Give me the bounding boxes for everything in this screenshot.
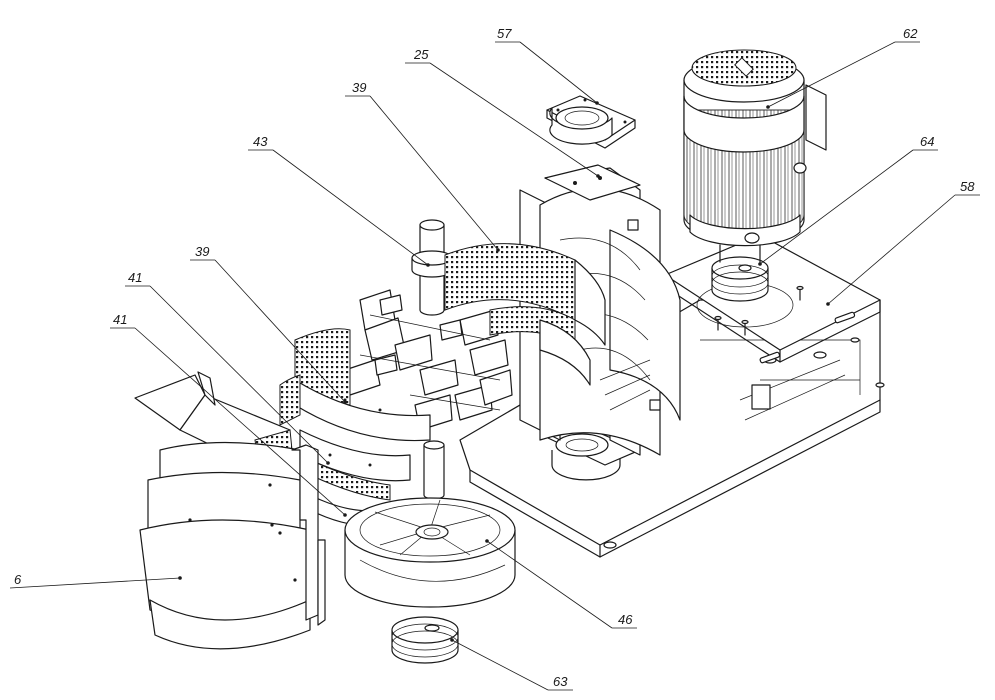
motor-pulley (711, 256, 769, 302)
bearing-flange-lower (547, 424, 641, 481)
fan-pulley (391, 616, 459, 664)
callout-62: 62 (766, 26, 920, 109)
callout-43: 43 (248, 134, 430, 267)
callout-64: 64 (758, 134, 938, 266)
callout-41-upper: 41 (125, 270, 330, 465)
callout-41-upper-label: 41 (128, 270, 142, 285)
callout-62-label: 62 (903, 26, 918, 41)
callout-41-lower-label: 41 (113, 312, 127, 327)
housing-upper (519, 164, 681, 456)
callout-6: 6 (9, 572, 182, 589)
callout-41-lower: 41 (110, 312, 347, 517)
electric-motor (683, 49, 827, 263)
callout-46: 46 (485, 539, 637, 629)
callout-6-label: 6 (14, 572, 22, 587)
callout-58: 58 (826, 179, 980, 306)
casing-drum (139, 441, 326, 650)
callout-39-upper-label: 39 (352, 80, 366, 95)
callout-39-lower-label: 39 (195, 244, 209, 259)
callout-25: 25 (405, 47, 600, 178)
callout-63-label: 63 (553, 674, 568, 689)
callout-39-lower: 39 (190, 244, 347, 404)
bearing-flange-top (546, 95, 636, 149)
callout-39-upper: 39 (345, 80, 500, 252)
fan-impeller (344, 497, 516, 608)
callout-43-label: 43 (253, 134, 268, 149)
lower-shaft (423, 440, 445, 500)
screen-ring-upper (444, 243, 606, 386)
callout-46-label: 46 (618, 612, 633, 627)
screen-ring-middle (279, 328, 431, 527)
callout-64-label: 64 (920, 134, 934, 149)
callout-57: 57 (495, 26, 599, 105)
callout-57-label: 57 (497, 26, 512, 41)
callout-25-label: 25 (413, 47, 429, 62)
callout-63: 63 (450, 638, 573, 691)
callout-58-label: 58 (960, 179, 975, 194)
rotor-shaft (411, 219, 453, 316)
